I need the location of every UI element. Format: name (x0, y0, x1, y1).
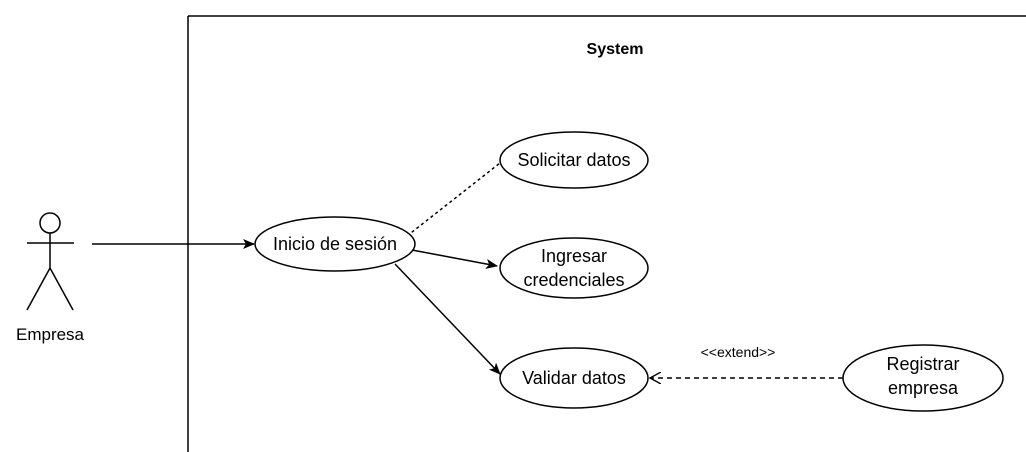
usecase-inicio-sesion[interactable]: Inicio de sesión (254, 216, 416, 272)
usecase-solicitar-label: Solicitar datos (517, 150, 630, 170)
usecase-inicio-ellipse (254, 216, 416, 272)
usecase-ingresar-ellipse (499, 237, 649, 299)
dotted-link-inicio-solicitar (406, 162, 501, 237)
arrow-inicio-validar (394, 263, 501, 375)
actor-head (39, 212, 61, 234)
usecase-solicitar-datos[interactable]: Solicitar datos (499, 131, 649, 189)
arrow-inicio-ingresar (411, 249, 498, 269)
usecase-validar-ellipse (499, 347, 649, 409)
actor-left-leg (26, 267, 51, 311)
usecase-validar-datos[interactable]: Validar datos (499, 347, 649, 409)
usecase-inicio-label: Inicio de sesión (273, 234, 397, 254)
usecase-ingresar-label-line1: Ingresar (541, 246, 607, 266)
usecase-registrar-label-line2: empresa (888, 378, 959, 398)
actor-right-leg (49, 267, 74, 311)
usecase-registrar-label-line1: Registrar (886, 354, 959, 374)
usecase-ingresar-credenciales[interactable]: Ingresar credenciales (499, 237, 649, 299)
usecase-registrar-empresa[interactable]: Registrar empresa (842, 344, 1004, 412)
actor-label: Empresa (16, 325, 85, 344)
usecase-solicitar-ellipse (499, 131, 649, 189)
actor-figure[interactable] (26, 212, 74, 311)
usecase-registrar-ellipse (842, 344, 1004, 412)
system-title: System (587, 41, 644, 58)
extend-label: <<extend>> (701, 344, 776, 360)
system-boundary (187, 15, 1026, 452)
usecase-ingresar-label-line2: credenciales (523, 270, 624, 290)
usecase-validar-label: Validar datos (522, 368, 626, 388)
